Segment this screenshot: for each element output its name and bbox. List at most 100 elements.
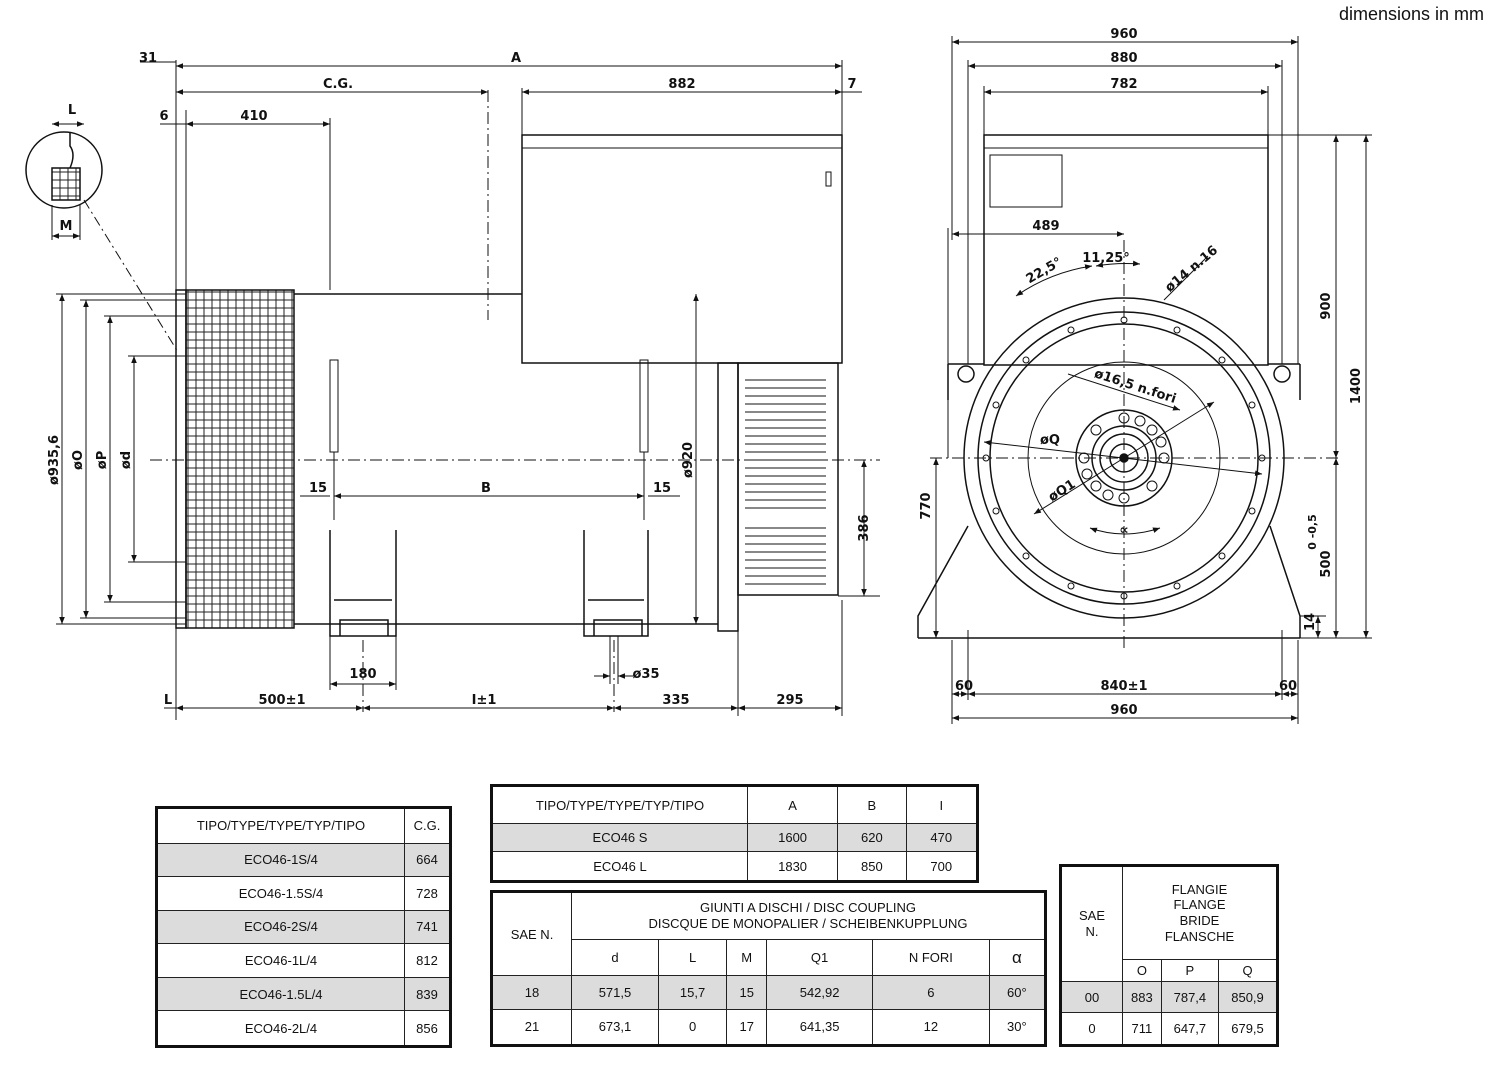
cell: ECO46-2S/4 bbox=[156, 909, 405, 945]
dim-phid: ød bbox=[119, 451, 134, 469]
cell: ECO46-1S/4 bbox=[156, 842, 405, 878]
cell: 620 bbox=[837, 822, 907, 853]
dim-386: 386 bbox=[857, 514, 872, 541]
cell: ECO46-1.5S/4 bbox=[156, 876, 405, 911]
cell: 850 bbox=[837, 851, 907, 882]
dim-phi35: ø35 bbox=[632, 667, 659, 682]
dim-900: 900 bbox=[1319, 292, 1334, 319]
header-I: I bbox=[905, 785, 979, 824]
cell: 542,92 bbox=[766, 975, 873, 1010]
cell: ECO46-1L/4 bbox=[156, 943, 405, 978]
dim-882: 882 bbox=[668, 77, 695, 92]
sae-label: SAE bbox=[1078, 908, 1105, 924]
cell: 641,35 bbox=[766, 1008, 873, 1047]
cell: 787,4 bbox=[1160, 980, 1220, 1014]
dim-60-right: 60 bbox=[1279, 679, 1297, 694]
angle-22-5: 22,5° bbox=[1024, 255, 1065, 287]
dim-335: 335 bbox=[662, 693, 689, 708]
front-terminal-box bbox=[983, 134, 1269, 366]
dim-cg: C.G. bbox=[323, 77, 353, 92]
coupling-title-2: DISCQUE DE MONOPALIER / SCHEIBENKUPPLUNG bbox=[648, 916, 968, 931]
dim-phiO: øO bbox=[71, 450, 86, 470]
angle-11-25: 11,25° bbox=[1082, 251, 1130, 266]
dim-phiQ1: øQ1 bbox=[1046, 477, 1079, 505]
header-cg: C.G. bbox=[404, 807, 451, 844]
dim-770: 770 bbox=[919, 492, 934, 519]
cell: 571,5 bbox=[571, 975, 659, 1010]
cell: 17 bbox=[726, 1008, 768, 1047]
col-Q: Q bbox=[1218, 959, 1278, 982]
flange-title-it: FLANGIE bbox=[1171, 881, 1228, 897]
cell: 728 bbox=[404, 876, 451, 911]
header-B: B bbox=[837, 785, 907, 824]
dim-489: 489 bbox=[1032, 219, 1059, 234]
technical-drawing: A C.G. 882 7 31 6 410 L M ø935,6 øO øP ø… bbox=[25, 27, 1372, 724]
dim-31: 31 bbox=[139, 51, 157, 66]
dim-A: A bbox=[511, 51, 521, 66]
dim-I: I±1 bbox=[472, 693, 497, 708]
col-M: M bbox=[726, 939, 768, 976]
cell: 839 bbox=[404, 976, 451, 1012]
header-sae: SAE N. bbox=[491, 891, 572, 976]
front-view bbox=[917, 36, 1372, 724]
cell: 15,7 bbox=[657, 975, 728, 1010]
cell: 18 bbox=[491, 975, 572, 1010]
flange-title-fr: BRIDE bbox=[1179, 913, 1220, 928]
side-view bbox=[25, 60, 880, 720]
dim-phiQ: øQ bbox=[1040, 433, 1060, 448]
holes-nfori: ø16,5 n.fori bbox=[1092, 366, 1178, 407]
cell: 0 bbox=[657, 1008, 728, 1047]
cell: 700 bbox=[905, 851, 979, 882]
cell: 664 bbox=[404, 842, 451, 878]
dim-phiP: øP bbox=[95, 451, 110, 469]
foot-rear bbox=[583, 530, 649, 637]
dim-L-detail: L bbox=[68, 103, 76, 118]
col-Q1: Q1 bbox=[766, 939, 873, 976]
coupling-title-1: GIUNTI A DISCHI / DISC COUPLING bbox=[700, 900, 916, 916]
dim-410: 410 bbox=[240, 109, 267, 124]
cell: 0 bbox=[1060, 1012, 1123, 1046]
dim-L-bottom: L bbox=[164, 693, 172, 708]
col-L: L bbox=[657, 939, 728, 976]
dim-14: 14 bbox=[1303, 613, 1318, 631]
cell: 647,7 bbox=[1160, 1012, 1220, 1046]
units-note: dimensions in mm bbox=[1338, 4, 1484, 24]
dim-295: 295 bbox=[776, 693, 803, 708]
cell: 883 bbox=[1122, 980, 1162, 1014]
cell: 673,1 bbox=[571, 1008, 659, 1047]
dim-960-top: 960 bbox=[1110, 27, 1137, 42]
cell: 741 bbox=[404, 909, 451, 945]
cell: 15 bbox=[726, 975, 768, 1010]
cell: 850,9 bbox=[1218, 980, 1278, 1014]
detail-circle bbox=[25, 121, 179, 353]
dim-phi935: ø935,6 bbox=[47, 435, 62, 485]
cell: 1830 bbox=[746, 851, 839, 882]
cell: 679,5 bbox=[1218, 1012, 1278, 1046]
flange-title-en: FLANGE bbox=[1173, 897, 1226, 913]
dim-6: 6 bbox=[159, 109, 168, 124]
cell: 1600 bbox=[746, 822, 839, 853]
dim-500: 500±1 bbox=[258, 693, 305, 708]
fan-grille bbox=[185, 289, 295, 629]
front-view-labels: 960 880 782 489 22,5° 11,25° ø14 n.16 ø1… bbox=[919, 27, 1364, 718]
cell: 711 bbox=[1122, 1012, 1162, 1046]
cell: 6 bbox=[871, 975, 990, 1010]
cell: 00 bbox=[1060, 980, 1123, 1014]
